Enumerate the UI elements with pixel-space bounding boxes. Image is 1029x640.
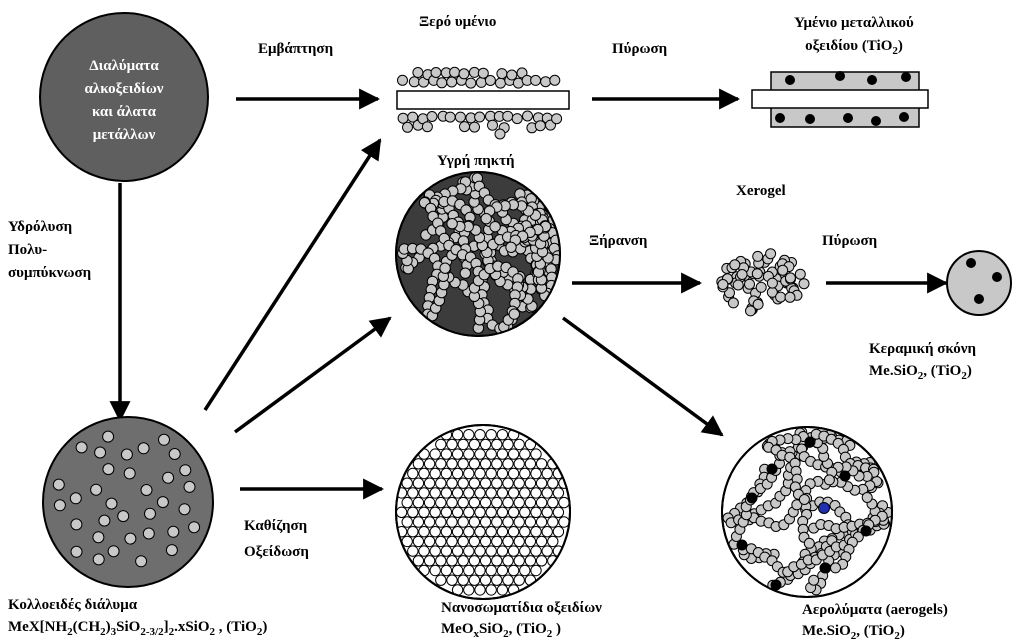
start-line-3: και άλατα: [92, 104, 157, 120]
label-firing-powder: Πύρωση: [822, 233, 877, 249]
alkoxide-solution-circle: Διαλύματα αλκοξειδίων και άλατα μετάλλων: [40, 13, 208, 181]
label-precipitation-2: Οξείδωση: [244, 544, 309, 560]
xerogel-cluster: [717, 249, 809, 316]
label-firing-film: Πύρωση: [612, 41, 667, 57]
label-ceramic-powder-2: Me.SiO2, (TiO2): [869, 363, 972, 382]
label-aerogels-1: Αερολύματα (aerogels): [802, 602, 948, 618]
label-dip-coating: Εμβάπτηση: [258, 41, 333, 57]
label-nanoparticles-2: MeOxSiO2, (TiO2 ): [441, 621, 561, 640]
label-hydrolysis-1: Υδρόλυση: [8, 219, 72, 235]
label-nanoparticles-1: Νανοσωματίδια οξειδίων: [441, 600, 602, 616]
label-aerogels-2: Me.SiO2, (TiO2): [802, 623, 905, 640]
colloid-circle: [43, 417, 213, 587]
label-xerogel: Xerogel: [736, 183, 786, 199]
label-oxide-film-2: οξειδίου (TiO2): [805, 38, 903, 57]
start-line-2: αλκοξειδίων: [85, 81, 164, 97]
label-oxide-film-1: Υμένιο μεταλλικού: [794, 15, 914, 31]
label-hydrolysis-3: συμπύκνωση: [8, 265, 91, 281]
oxide-film-graphic: [752, 71, 928, 127]
label-hydrolysis-2: Πολυ-: [8, 242, 47, 258]
label-dry-film: Ξερό υμένιο: [419, 14, 496, 30]
label-ceramic-powder-1: Κεραμική σκόνη: [869, 341, 976, 357]
start-line-4: μετάλλων: [93, 127, 156, 143]
wet-gel-circle: [396, 172, 563, 336]
label-colloid-2: MeX[NH2(CH2)3SiO2-3/2]2.xSiO2 , (TiO2): [8, 619, 267, 638]
label-wet-gel: Υγρή πηκτή: [437, 153, 515, 169]
aerogel-circle: [722, 427, 893, 597]
label-drying: Ξήρανση: [589, 233, 647, 249]
arrow-colloid-to-film: [205, 140, 380, 410]
dry-film-graphic: [397, 67, 569, 139]
arrow-gel-to-aerogel: [563, 318, 722, 435]
nanoparticles-circle: [396, 425, 570, 599]
label-colloid-1: Κολλοειδές διάλυμα: [8, 597, 138, 613]
arrow-colloid-to-gel: [235, 318, 390, 432]
label-precipitation-1: Καθίζηση: [244, 518, 307, 534]
ceramic-powder-circle: [947, 251, 1011, 315]
start-line-1: Διαλύματα: [89, 58, 159, 74]
